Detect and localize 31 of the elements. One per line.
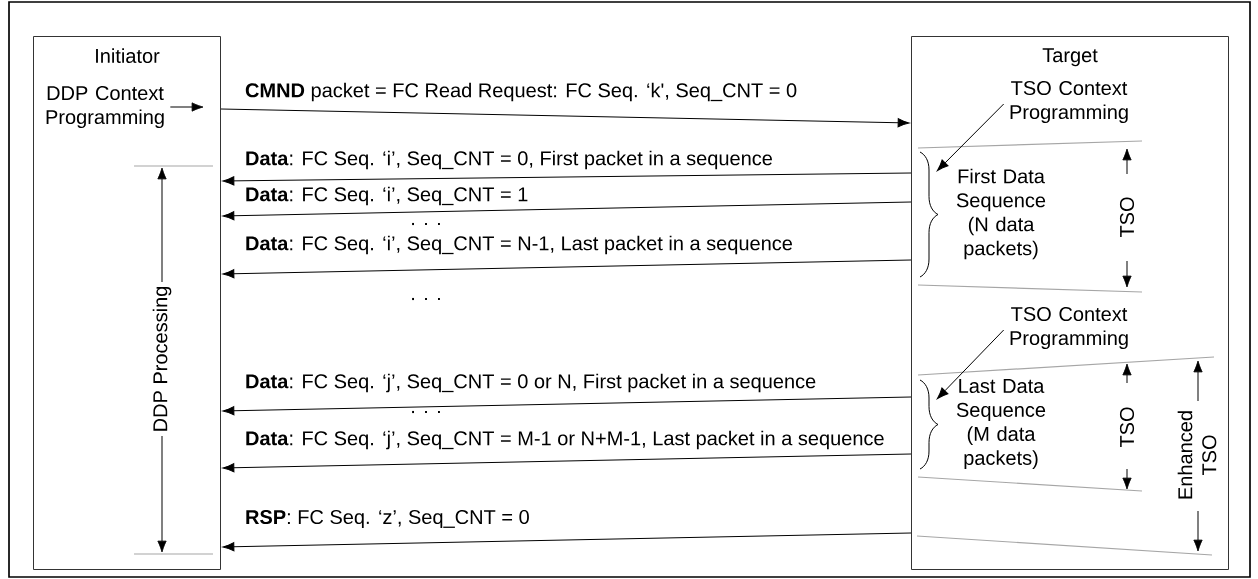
arrow bbox=[222, 259, 912, 279]
annotation-text: DDP Context Programming bbox=[46, 85, 164, 129]
arrow bbox=[222, 172, 912, 186]
message-label: Data: FC Seq. ‘i’, Seq_CNT = N-1, Last packet in a sequence bbox=[243, 234, 795, 256]
ellipsis: . . . bbox=[408, 296, 444, 302]
arrow bbox=[222, 453, 912, 473]
dimension-label: TSO bbox=[1118, 404, 1136, 450]
message-label: Data: FC Seq. ‘j’, Seq_CNT = 0 or N, First packet in a sequence bbox=[243, 372, 818, 394]
message-label: Data: FC Seq. ‘j’, Seq_CNT = M-1 or N+M-1, Last packet in a sequence bbox=[243, 429, 887, 451]
annotation-text: Last Data Sequence (M data packets) bbox=[956, 379, 1046, 469]
arrow bbox=[220, 108, 910, 128]
arrow bbox=[222, 532, 912, 552]
leader-arrow bbox=[936, 103, 1005, 172]
message-label: Data: FC Seq. ‘i’, Seq_CNT = 1 bbox=[243, 185, 531, 207]
dimension-label: Enhanced TSO bbox=[1176, 405, 1218, 505]
arrow bbox=[169, 102, 204, 112]
annotation-text: TSO Context Programming bbox=[1010, 80, 1128, 124]
curly-brace bbox=[919, 151, 939, 278]
message-label: CMND packet = FC Read Request: FC Seq. ‘k', Seq_CNT = 0 bbox=[243, 81, 799, 103]
annotation-text: TSO Context Programming bbox=[1010, 306, 1128, 350]
ellipsis: . . . bbox=[408, 221, 444, 227]
dimension-label: TSO bbox=[1118, 194, 1136, 240]
message-label: Data: FC Seq. ‘i’, Seq_CNT = 0, First packet in a sequence bbox=[243, 149, 775, 171]
leader-arrow bbox=[936, 329, 1005, 399]
ellipsis: . . . bbox=[408, 409, 444, 415]
annotation-text: First Data Sequence (N data packets) bbox=[956, 168, 1046, 260]
curly-brace bbox=[919, 379, 939, 470]
message-label: RSP: FC Seq. ‘z’, Seq_CNT = 0 bbox=[243, 508, 532, 530]
arrow bbox=[222, 396, 912, 416]
dimension-label: DDP Processing bbox=[151, 284, 173, 435]
arrow bbox=[222, 201, 912, 221]
